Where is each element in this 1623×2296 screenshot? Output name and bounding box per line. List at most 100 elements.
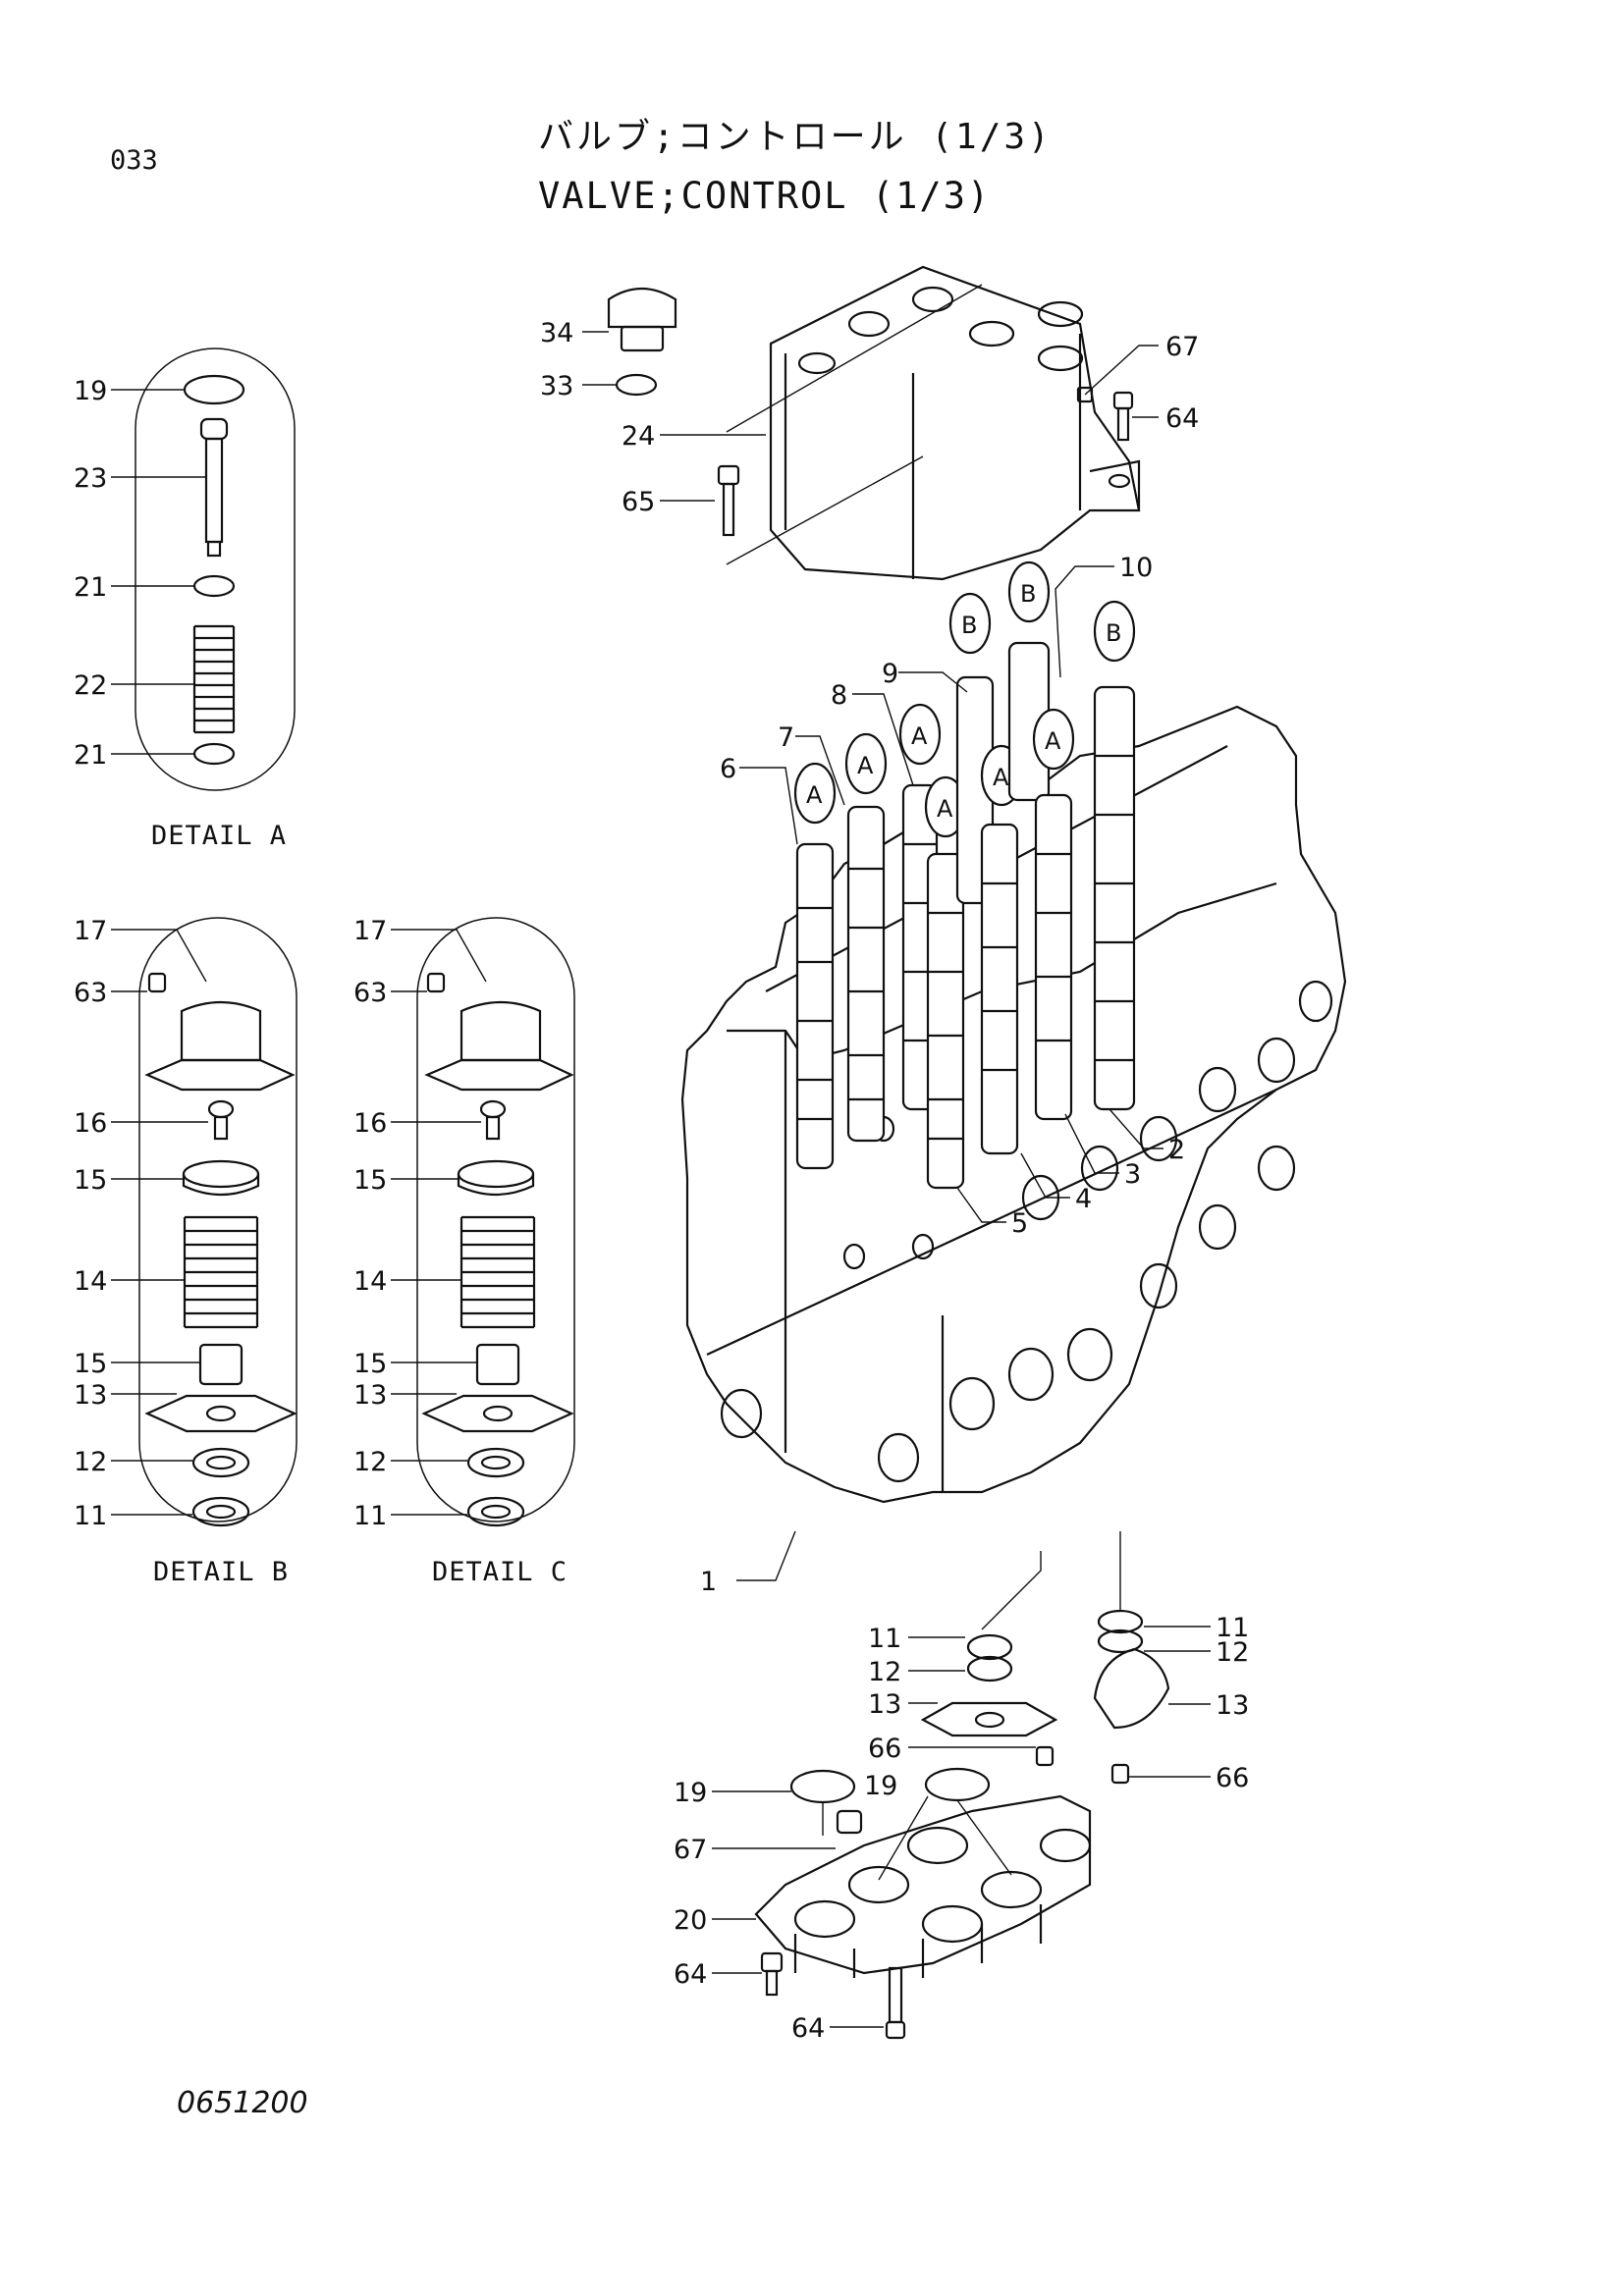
title-english: VALVE;CONTROL (1/3) bbox=[538, 175, 992, 217]
bolt-64 bbox=[1112, 391, 1134, 410]
detail-b-caption: DETAIL B bbox=[153, 1557, 289, 1587]
o-ring-19-right bbox=[924, 1767, 991, 1802]
spool-5 bbox=[924, 775, 967, 1190]
bubble-a-4: A bbox=[937, 795, 953, 823]
plate-13 bbox=[144, 1394, 298, 1433]
spool-2 bbox=[1093, 600, 1136, 1111]
spool-6 bbox=[793, 762, 837, 1170]
callout-5: 5 bbox=[1011, 1208, 1028, 1239]
callout-66-center: 66 bbox=[868, 1734, 901, 1764]
bubble-a-5: A bbox=[993, 764, 1009, 791]
title-japanese: バルブ;コントロール (1/3) bbox=[538, 117, 1053, 157]
callout-4: 4 bbox=[1075, 1184, 1092, 1214]
bubble-b-1: B bbox=[961, 612, 977, 639]
detail-c-label-14: 14 bbox=[353, 1266, 387, 1297]
detail-b-panel: 17 63 16 15 14 15 13 12 11 DETAIL B bbox=[74, 916, 298, 1587]
detail-c-label-15b: 15 bbox=[353, 1349, 387, 1379]
o-ring-33 bbox=[615, 373, 658, 397]
callout-11-right: 11 bbox=[1216, 1613, 1249, 1643]
detail-b-label-15: 15 bbox=[74, 1165, 107, 1196]
detail-c-label-12: 12 bbox=[353, 1447, 387, 1477]
bubble-a-6: A bbox=[1045, 727, 1061, 755]
callout-64: 64 bbox=[1165, 403, 1199, 434]
callout-20: 20 bbox=[674, 1905, 707, 1936]
detail-b-label-63: 63 bbox=[74, 978, 107, 1008]
callout-65: 65 bbox=[622, 487, 655, 517]
detail-c-label-13: 13 bbox=[353, 1380, 387, 1411]
spring-seat-21b bbox=[192, 742, 236, 766]
bubble-b-2: B bbox=[1020, 580, 1036, 608]
detail-c-caption: DETAIL C bbox=[432, 1557, 568, 1587]
plug-34 bbox=[607, 288, 677, 329]
callout-13-right: 13 bbox=[1216, 1690, 1249, 1721]
detail-c-label-15: 15 bbox=[353, 1165, 387, 1196]
callout-6: 6 bbox=[720, 754, 736, 784]
plate-13-right bbox=[1093, 1647, 1170, 1730]
callout-3: 3 bbox=[1124, 1159, 1141, 1190]
detail-c-label-16: 16 bbox=[353, 1108, 387, 1139]
pin-67-lower bbox=[836, 1809, 863, 1835]
detail-b-label-15b: 15 bbox=[74, 1349, 107, 1379]
washer-11 bbox=[191, 1496, 250, 1527]
callout-19-left: 19 bbox=[674, 1778, 707, 1808]
callout-24: 24 bbox=[622, 421, 655, 452]
detail-a-label-22: 22 bbox=[74, 670, 107, 701]
callout-10: 10 bbox=[1119, 553, 1153, 583]
spool-7 bbox=[844, 732, 888, 1143]
callout-34: 34 bbox=[540, 318, 573, 348]
callout-12-right: 12 bbox=[1216, 1637, 1249, 1668]
detail-c-label-11: 11 bbox=[353, 1501, 387, 1531]
spring-seat-21 bbox=[192, 574, 236, 598]
bubble-b-3: B bbox=[1106, 619, 1121, 647]
spool-10 bbox=[1007, 561, 1051, 802]
o-ring-19-left bbox=[789, 1769, 856, 1804]
washer-12 bbox=[191, 1447, 250, 1478]
callout-7: 7 bbox=[778, 722, 794, 753]
callout-33: 33 bbox=[540, 371, 573, 401]
callout-12-center: 12 bbox=[868, 1657, 901, 1687]
detail-c-label-63: 63 bbox=[353, 978, 387, 1008]
spring-seat-15 bbox=[182, 1159, 260, 1189]
detail-b-label-14: 14 bbox=[74, 1266, 107, 1297]
detail-b-label-11: 11 bbox=[74, 1501, 107, 1531]
callout-8: 8 bbox=[831, 680, 847, 711]
main-assembly: B B B A A A A A A bbox=[540, 265, 1347, 2044]
detail-b-label-17: 17 bbox=[74, 916, 107, 946]
detail-a-label-21: 21 bbox=[74, 572, 107, 603]
spring-seat-15b bbox=[198, 1343, 243, 1386]
drawing-number: 0651200 bbox=[177, 2086, 308, 2120]
bubble-a-1: A bbox=[806, 781, 823, 809]
o-ring-19 bbox=[183, 374, 245, 405]
detail-a-label-23: 23 bbox=[74, 463, 107, 494]
cap-17 bbox=[180, 1000, 262, 1062]
bolt-65 bbox=[717, 464, 740, 486]
spring-22 bbox=[192, 624, 236, 734]
detail-c-panel: 17 63 16 15 14 15 13 12 11 DETAIL C bbox=[353, 916, 575, 1587]
page-number: 033 bbox=[110, 145, 158, 176]
callout-13-center: 13 bbox=[868, 1689, 901, 1720]
callout-66-right: 66 bbox=[1216, 1763, 1249, 1793]
callout-19-right: 19 bbox=[864, 1771, 897, 1801]
bottom-plate-20 bbox=[754, 1794, 1092, 1978]
detail-a-caption: DETAIL A bbox=[151, 821, 287, 851]
bolt-63 bbox=[147, 972, 167, 993]
detail-b-label-16: 16 bbox=[74, 1108, 107, 1139]
callout-64-bottom: 64 bbox=[791, 2013, 825, 2044]
detail-c-label-17: 17 bbox=[353, 916, 387, 946]
callout-2: 2 bbox=[1168, 1135, 1185, 1165]
plate-13-center bbox=[920, 1701, 1058, 1737]
callout-11-center: 11 bbox=[868, 1624, 901, 1654]
callout-9: 9 bbox=[882, 659, 898, 689]
spool-3 bbox=[1032, 708, 1075, 1121]
detail-b-label-13: 13 bbox=[74, 1380, 107, 1411]
callout-1: 1 bbox=[700, 1567, 717, 1597]
cover-24 bbox=[726, 265, 1141, 581]
detail-a-label-19: 19 bbox=[74, 376, 107, 406]
callout-67: 67 bbox=[1165, 332, 1199, 362]
callout-67-lower: 67 bbox=[674, 1835, 707, 1865]
detail-a-panel: 19 23 21 22 21 DETAIL A bbox=[74, 347, 296, 851]
bubble-a-3: A bbox=[911, 722, 928, 750]
detail-a-label-21b: 21 bbox=[74, 740, 107, 771]
stopper-16 bbox=[207, 1099, 235, 1119]
